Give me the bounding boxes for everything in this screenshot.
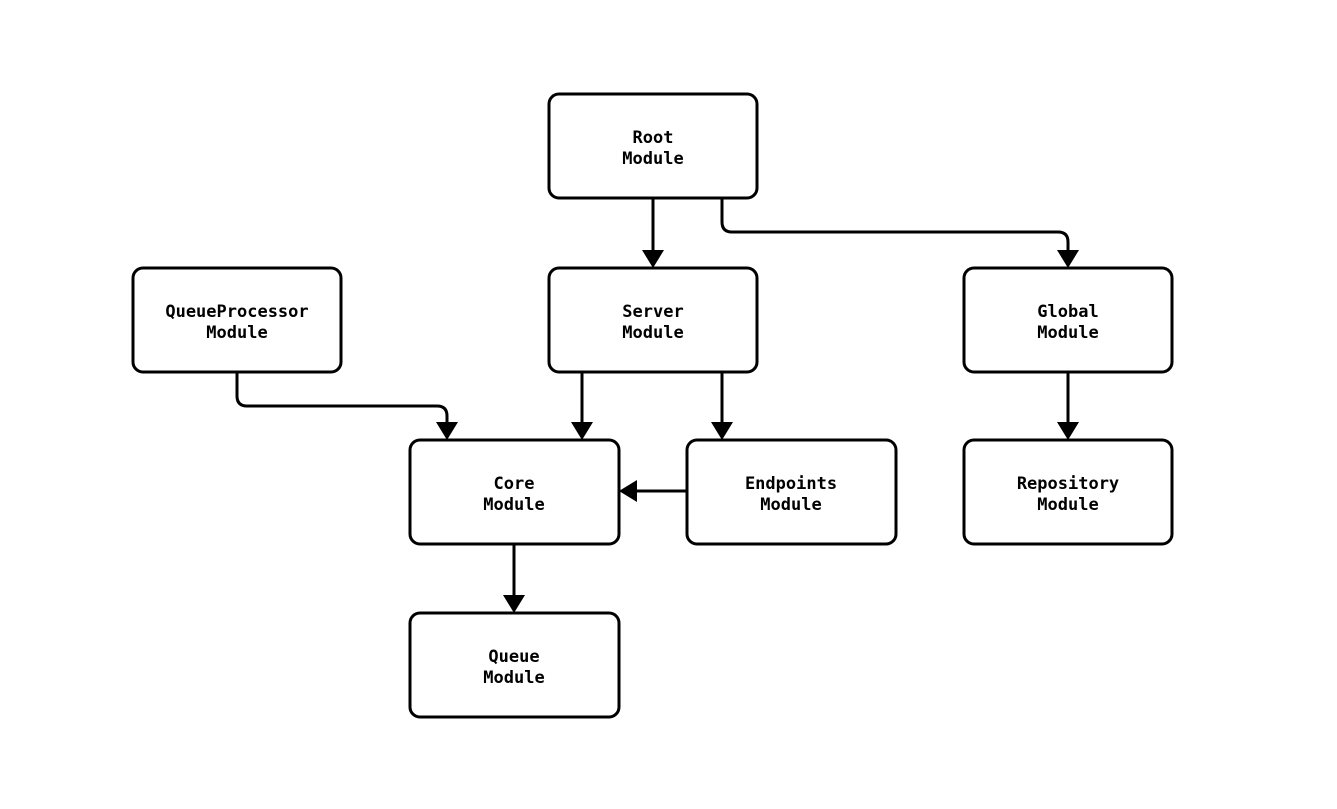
node-repository-module: Repository Module (962, 438, 1174, 546)
node-root-module-box (547, 92, 759, 200)
node-endpoints-module-label-line1: Endpoints (745, 474, 837, 494)
node-repository-module-label-line1: Repository (1017, 474, 1119, 494)
node-core-module-label-line1: Core (494, 474, 535, 494)
node-core-module-label-line2: Module (483, 495, 544, 515)
edge-root-to-global (720, 198, 1079, 268)
edge-core-to-queue (503, 544, 525, 613)
node-global-module: Global Module (962, 266, 1174, 374)
arrowhead-down-icon (1057, 422, 1079, 440)
node-core-module-box (408, 438, 621, 546)
node-global-module-label-line1: Global (1037, 302, 1098, 322)
node-repository-module-label-line2: Module (1037, 495, 1098, 515)
node-global-module-box (962, 266, 1174, 374)
node-queueprocessor-module: QueueProcessor Module (131, 266, 343, 374)
edge-queueprocessor-to-core (235, 372, 458, 440)
edge-server-to-endpoints (711, 372, 733, 440)
node-endpoints-module: Endpoints Module (685, 438, 898, 546)
edge-endpoints-to-core (619, 480, 687, 502)
node-endpoints-module-label-line2: Module (760, 495, 821, 515)
node-server-module-box (547, 266, 759, 374)
node-core-module: Core Module (408, 438, 621, 546)
edge-global-to-repository (1057, 372, 1079, 440)
node-queue-module-label-line1: Queue (488, 647, 539, 667)
arrowhead-down-icon (1057, 250, 1079, 268)
node-root-module-label-line1: Root (633, 128, 674, 148)
node-server-module-label-line1: Server (622, 302, 683, 322)
node-queueprocessor-module-label-line1: QueueProcessor (165, 302, 308, 322)
node-queue-module-box (408, 611, 621, 719)
node-root-module: Root Module (547, 92, 759, 200)
arrowhead-left-icon (619, 480, 637, 502)
node-queue-module: Queue Module (408, 611, 621, 719)
node-endpoints-module-box (685, 438, 898, 546)
node-queue-module-label-line2: Module (483, 668, 544, 688)
node-server-module-label-line2: Module (622, 323, 683, 343)
edge-server-to-core (571, 372, 593, 440)
node-queueprocessor-module-box (131, 266, 343, 374)
node-root-module-label-line2: Module (622, 149, 683, 169)
arrowhead-down-icon (436, 422, 458, 440)
edge-queueprocessor-to-core-line (235, 372, 449, 423)
edge-root-to-global-line (720, 198, 1070, 251)
arrowhead-down-icon (642, 250, 664, 268)
node-queueprocessor-module-label-line2: Module (206, 323, 267, 343)
arrowhead-down-icon (503, 595, 525, 613)
arrowhead-down-icon (711, 422, 733, 440)
arrowhead-down-icon (571, 422, 593, 440)
node-repository-module-box (962, 438, 1174, 546)
node-server-module: Server Module (547, 266, 759, 374)
edge-root-to-server (642, 198, 664, 268)
node-global-module-label-line2: Module (1037, 323, 1098, 343)
